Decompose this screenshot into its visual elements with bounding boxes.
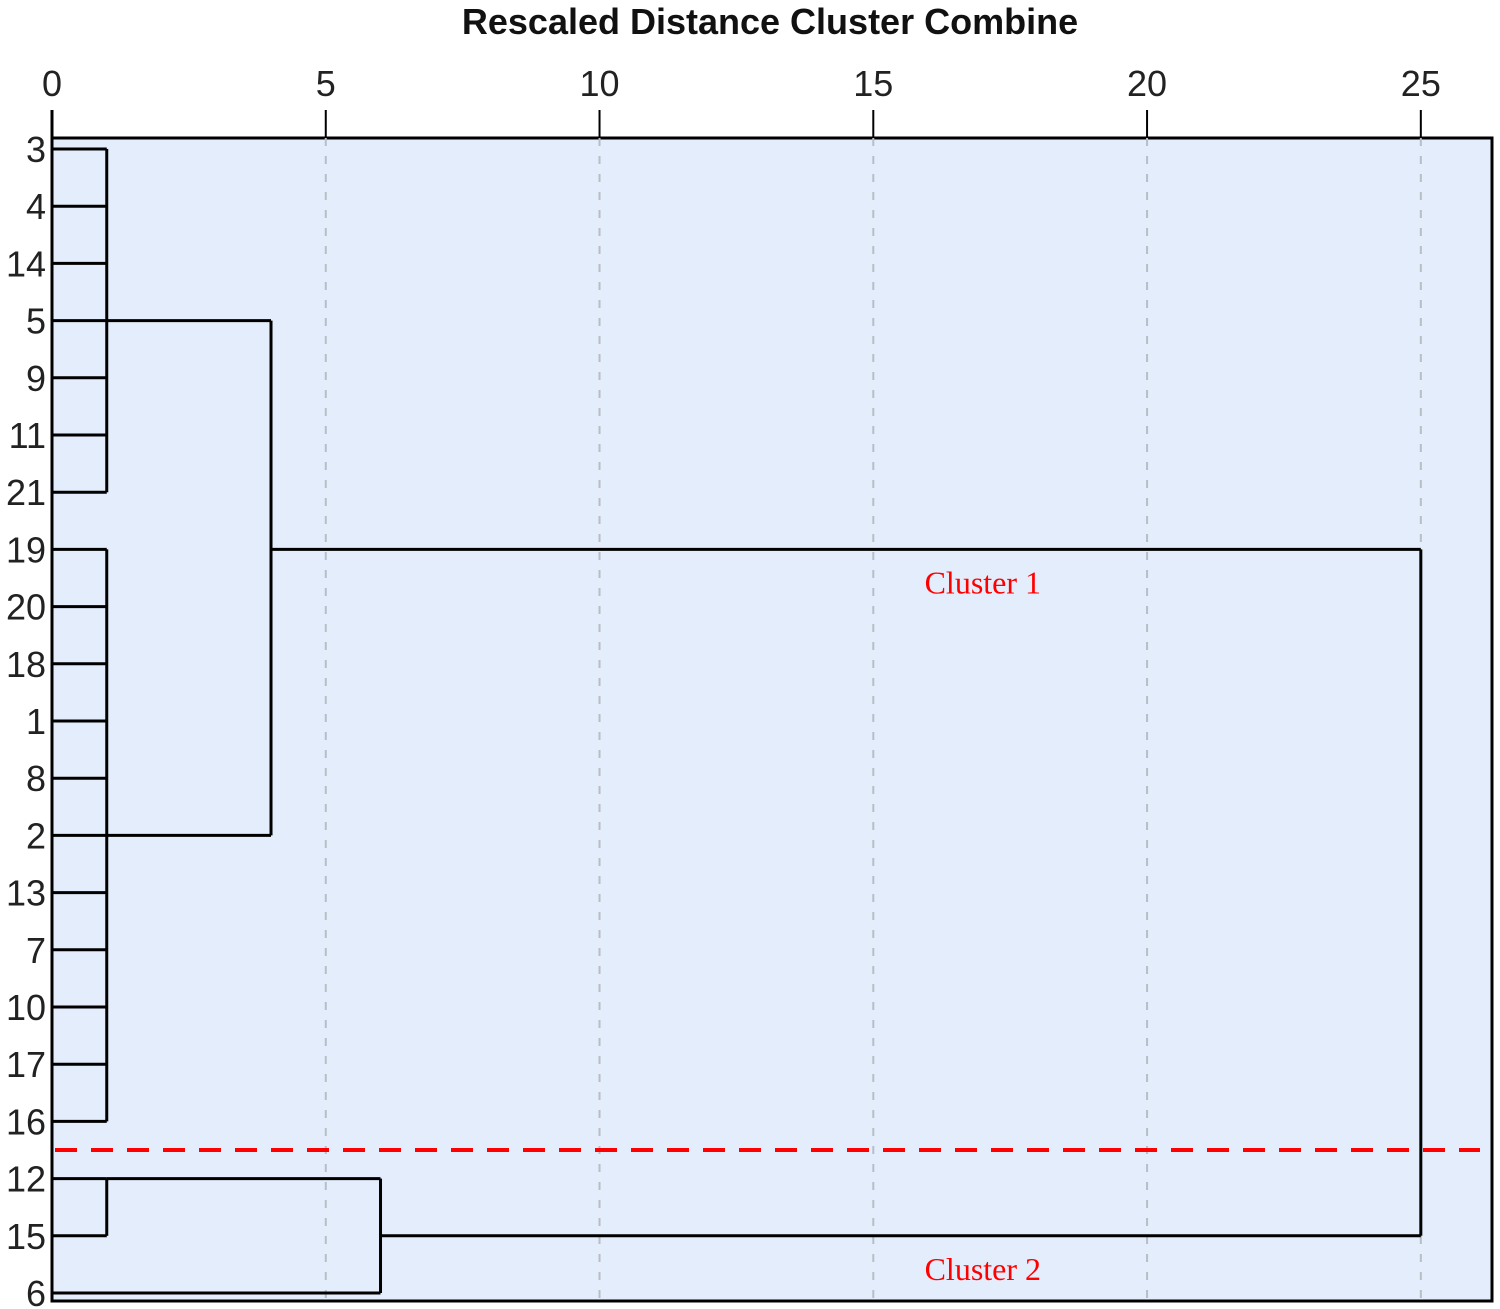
leaf-label: 10 [6, 987, 46, 1028]
leaf-label: 11 [9, 415, 46, 456]
plot-background [50, 136, 1494, 1303]
leaf-label: 3 [26, 129, 46, 170]
x-tick-label: 25 [1401, 63, 1441, 104]
leaf-label: 21 [6, 472, 46, 513]
leaf-label: 5 [26, 301, 46, 342]
leaf-label: 8 [26, 758, 46, 799]
cluster-label: Cluster 2 [925, 1251, 1041, 1287]
chart-title: Rescaled Distance Cluster Combine [462, 1, 1078, 42]
x-tick-layer: 0 5 10 15 20 25 [42, 63, 1441, 138]
x-tick-label: 10 [580, 63, 620, 104]
leaf-label: 14 [6, 243, 46, 284]
leaf-label: 16 [6, 1101, 46, 1142]
leaf-label: 2 [26, 815, 46, 856]
x-tick-label: 5 [316, 63, 336, 104]
leaf-label: 18 [6, 644, 46, 685]
x-tick-label: 15 [853, 63, 893, 104]
annotation-layer: Cluster 1 Cluster 2 [925, 564, 1041, 1286]
cluster-label: Cluster 1 [925, 564, 1041, 600]
leaf-label: 6 [26, 1273, 46, 1309]
leaf-label: 1 [26, 701, 46, 742]
leaf-label: 20 [6, 587, 46, 628]
leaf-label: 19 [6, 529, 46, 570]
dendrogram-links [52, 147, 1423, 1295]
leaf-label: 17 [6, 1044, 46, 1085]
x-tick-label: 0 [42, 63, 62, 104]
leaf-label: 15 [6, 1216, 46, 1257]
x-tick-label: 20 [1127, 63, 1167, 104]
leaf-label: 13 [6, 873, 46, 914]
leaf-label: 9 [26, 358, 46, 399]
leaf-label: 12 [6, 1159, 46, 1200]
leaf-label: 7 [26, 930, 46, 971]
leaf-label: 4 [26, 186, 46, 227]
